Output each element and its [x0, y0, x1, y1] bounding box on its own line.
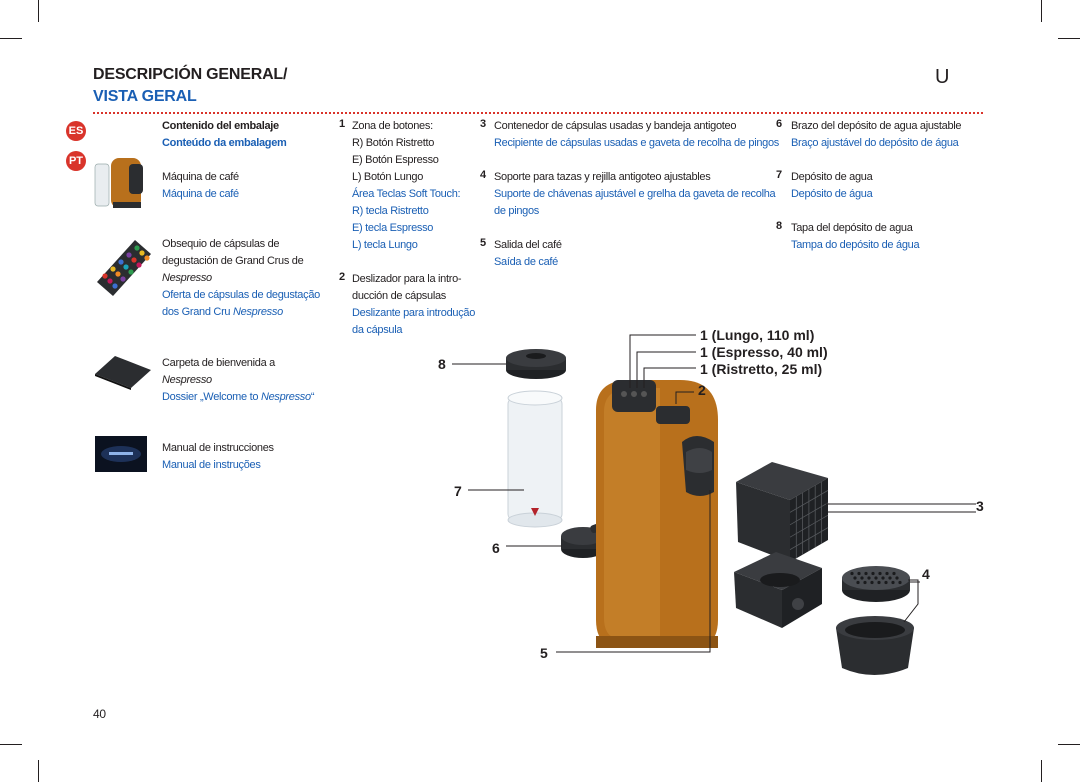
legend-8-es: Tapa del depósito de agua — [791, 222, 913, 234]
page-title-es: DESCRIPCIÓN GENERAL/ — [93, 66, 288, 83]
drip-cup — [836, 616, 914, 675]
legend-num-5: 5 — [480, 237, 487, 249]
legend-3-pt: Recipiente de cápsulas usadas e gaveta d… — [494, 137, 780, 149]
legend-1-pt-1: Área Teclas Soft Touch: — [352, 188, 461, 200]
legend-1-es-1: Zona de botones: — [352, 120, 433, 132]
legend-7-pt: Depósito de água — [791, 188, 873, 200]
capsule — [136, 262, 142, 268]
legend-1-pt-3: E) tecla Espresso — [352, 222, 434, 234]
capsule — [107, 278, 113, 284]
capsule — [110, 266, 116, 272]
legend-num-8: 8 — [776, 220, 783, 232]
legend-2-pt-1: Deslizante para introdução — [352, 307, 476, 319]
manual-icon — [95, 436, 147, 472]
capsule — [115, 271, 121, 277]
capsule — [118, 259, 124, 265]
legend-num-1: 1 — [339, 118, 346, 130]
legend-num-2: 2 — [339, 271, 346, 283]
page-number: 40 — [93, 707, 106, 721]
legend-2-es-1: Deslizador para la intro- — [352, 273, 462, 285]
callout-4: 4 — [922, 566, 930, 582]
legend-5-es: Salida del café — [494, 239, 562, 251]
package-item-machine-es: Máquina de café — [162, 171, 239, 183]
package-heading-es: Contenido del embalaje — [162, 120, 279, 132]
drip-grid — [842, 566, 910, 602]
callout-3: 3 — [976, 498, 984, 514]
drip-tray — [734, 552, 822, 628]
legend-2-pt-2: da cápsula — [352, 324, 403, 336]
package-item-folder-es-2: Nespresso — [162, 374, 212, 386]
legend-num-6: 6 — [776, 118, 783, 130]
callout-5: 5 — [540, 645, 548, 661]
brand-logo: U — [935, 66, 950, 88]
package-heading-pt: Conteúdo da embalagem — [162, 137, 287, 149]
package-item-manual-pt: Manual de instruções — [162, 459, 261, 471]
crop-mark — [38, 0, 39, 22]
capsule — [123, 264, 129, 270]
callout-6: 6 — [492, 540, 500, 556]
capsule — [128, 269, 134, 275]
badge-es: ES — [66, 121, 86, 141]
legend-4-pt-2: de pingos — [494, 205, 540, 217]
package-item-capsules-pt-2: dos Grand Cru Nespresso — [162, 306, 283, 318]
legend-3-es: Contenedor de cápsulas usadas y bandeja … — [494, 120, 737, 132]
legend-1-es-2: R) Botón Ristretto — [352, 137, 435, 149]
crop-mark — [1058, 744, 1080, 745]
coffee-machine — [596, 380, 718, 648]
capsule — [102, 273, 108, 279]
capsule-container — [736, 462, 829, 562]
crop-mark — [1058, 38, 1080, 39]
legend-1-es-4: L) Botón Lungo — [352, 171, 424, 183]
divider — [93, 112, 983, 114]
capsule — [144, 255, 150, 261]
page-title-pt: VISTA GERAL — [93, 88, 197, 105]
package-item-capsules-es-3: Nespresso — [162, 272, 212, 284]
package-item-manual-es: Manual de instrucciones — [162, 442, 274, 454]
label-espresso: 1 (Espresso, 40 ml) — [700, 344, 828, 360]
legend-1-pt-2: R) tecla Ristretto — [352, 205, 429, 217]
crop-mark — [38, 760, 39, 782]
legend-1-es-3: E) Botón Espresso — [352, 154, 439, 166]
callout-2: 2 — [698, 382, 706, 398]
crop-mark — [1041, 760, 1042, 782]
legend-4-es: Soporte para tazas y rejilla antigoteo a… — [494, 171, 711, 183]
capsule — [120, 276, 126, 282]
welcome-folder-icon — [95, 356, 151, 390]
legend-6-es: Brazo del depósito de agua ajustable — [791, 120, 962, 132]
legend-8-pt: Tampa do depósito de água — [791, 239, 920, 251]
package-item-machine-pt: Máquina de café — [162, 188, 239, 200]
crop-mark — [0, 744, 22, 745]
water-tank-lid — [506, 349, 566, 379]
capsule — [139, 250, 145, 256]
package-item-capsules-pt-1: Oferta de cápsulas de degustação — [162, 289, 320, 301]
crop-mark — [1041, 0, 1042, 22]
legend-num-7: 7 — [776, 169, 783, 181]
legend-1-pt-4: L) tecla Lungo — [352, 239, 418, 251]
legend-5-pt: Saída de café — [494, 256, 558, 268]
legend-6-pt: Braço ajustável do depósito de água — [791, 137, 959, 149]
callout-7: 7 — [454, 483, 462, 499]
badge-pt: PT — [66, 151, 86, 171]
capsule — [131, 257, 137, 263]
legend-2-es-2: ducción de cápsulas — [352, 290, 446, 302]
callout-8: 8 — [438, 356, 446, 372]
water-tank — [507, 390, 563, 528]
capsule — [134, 245, 140, 251]
package-item-capsules-es-1: Obsequio de cápsulas de — [162, 238, 280, 250]
package-item-folder-pt: Dossier „Welcome to Nespresso“ — [162, 391, 315, 403]
package-item-capsules-es-2: degustación de Grand Crus de — [162, 255, 304, 267]
capsule-box-icon — [97, 240, 151, 296]
package-item-folder-es-1: Carpeta de bienvenida a — [162, 357, 275, 369]
label-ristretto: 1 (Ristretto, 25 ml) — [700, 361, 823, 377]
crop-mark — [0, 38, 22, 39]
coffee-machine-icon — [94, 158, 143, 208]
legend-7-es: Depósito de agua — [791, 171, 873, 183]
legend-num-4: 4 — [480, 169, 487, 181]
capsule — [126, 252, 132, 258]
legend-4-pt-1: Suporte de chávenas ajustável e grelha d… — [494, 188, 776, 200]
label-lungo: 1 (Lungo, 110 ml) — [700, 327, 815, 343]
capsule — [112, 283, 118, 289]
legend-num-3: 3 — [480, 118, 487, 130]
